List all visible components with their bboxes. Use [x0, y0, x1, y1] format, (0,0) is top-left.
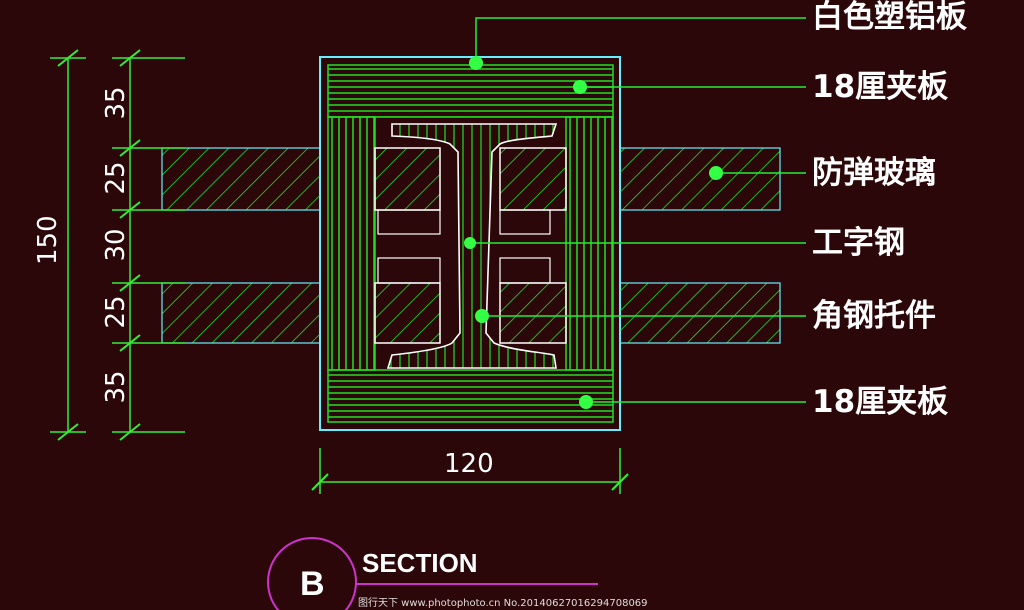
angle-bracket-lower-left — [377, 257, 441, 284]
plywood-left — [327, 116, 376, 371]
angle-bracket-lower-right — [499, 257, 551, 284]
glass-upper-right — [619, 147, 781, 211]
dim-seg-4: 25 — [101, 295, 131, 329]
leader-aluminum-board — [475, 17, 806, 63]
glass-lower-right-inner — [499, 282, 567, 344]
section-title: SECTION — [362, 548, 478, 578]
glass-lower-left-inner — [374, 282, 441, 344]
leader-dot-angle — [475, 309, 489, 323]
dim-seg-1: 35 — [101, 86, 131, 120]
watermark-text: 图行天下 www.photophoto.cn No.20140627016294… — [358, 598, 648, 609]
label-plywood-top: 18厘夹板 — [812, 69, 949, 105]
leader-dot-glass — [709, 166, 723, 180]
section-circle — [267, 537, 357, 610]
glass-lower-right — [619, 282, 781, 344]
glass-upper-right-inner — [499, 147, 567, 211]
label-white-aluminum-board: 白色塑铝板 — [812, 0, 967, 35]
leader-dot-plywood-bottom — [579, 395, 593, 409]
leader-dot-i-beam — [464, 237, 476, 249]
angle-bracket-upper-left — [377, 209, 441, 235]
dim-width-text: 120 — [444, 449, 494, 479]
label-bulletproof-glass: 防弹玻璃 — [812, 155, 936, 191]
dim-seg-3: 30 — [101, 228, 131, 262]
plywood-top — [327, 64, 614, 118]
glass-upper-left — [161, 147, 321, 211]
angle-bracket-upper-right — [499, 209, 551, 235]
label-plywood-bottom: 18厘夹板 — [812, 384, 949, 420]
dim-overall-text: 150 — [33, 215, 63, 265]
dim-seg-2: 25 — [101, 161, 131, 195]
label-angle-bracket: 角钢托件 — [812, 298, 936, 334]
leader-dot-plywood-top — [573, 80, 587, 94]
section-letter: B — [300, 565, 325, 603]
plywood-bottom — [327, 369, 614, 423]
leader-dot-aluminum — [469, 56, 483, 70]
glass-upper-left-inner — [374, 147, 441, 211]
glass-lower-left — [161, 282, 321, 344]
dim-seg-5: 35 — [101, 370, 131, 404]
label-i-beam: 工字钢 — [812, 225, 905, 261]
